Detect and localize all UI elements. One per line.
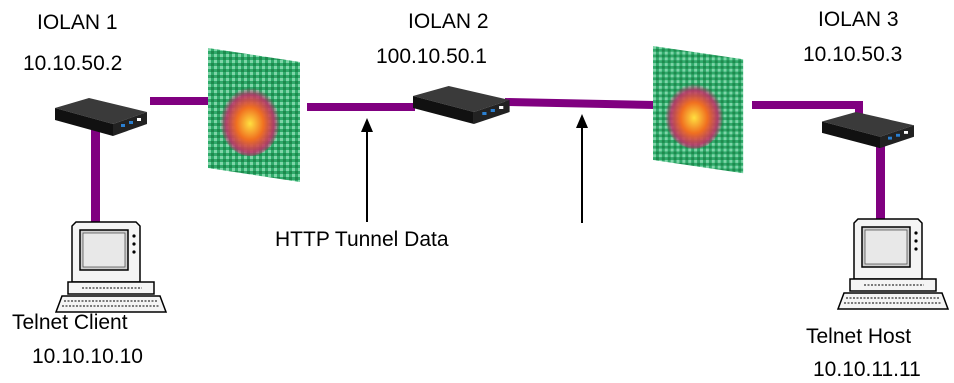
link-iolan1-client: [91, 128, 100, 226]
iolan3-ip: 10.10.50.3: [803, 43, 903, 66]
link-iolan2-firewall2: [505, 98, 655, 109]
link-firewall1-iolan2: [307, 103, 415, 111]
host-label: Telnet Host: [806, 325, 912, 348]
iolan-router-icon: [413, 86, 510, 124]
iolan3-name: IOLAN 3: [818, 8, 899, 31]
client-label: Telnet Client: [12, 311, 128, 334]
firewall-icon: [653, 46, 744, 174]
iolan1-ip: 10.10.50.2: [23, 52, 123, 75]
iolan2-name: IOLAN 2: [408, 10, 489, 33]
tunnel-arrow-up: [576, 114, 588, 223]
computer-terminal-icon: [55, 221, 167, 313]
link-iolan3-host: [876, 145, 885, 223]
client-ip: 10.10.10.10: [32, 345, 143, 368]
link-iolan1-firewall1: [150, 97, 210, 105]
tunnel-arrow-up: [361, 118, 373, 222]
link-firewall2-iolan3: [752, 101, 863, 115]
iolan2-ip: 100.10.50.1: [376, 45, 487, 68]
host-ip: 10.10.11.11: [813, 358, 921, 381]
firewall-icon: [208, 48, 300, 182]
iolan-router-icon: [822, 112, 914, 149]
iolan1-name: IOLAN 1: [37, 11, 118, 34]
tunnel-label: HTTP Tunnel Data: [275, 228, 449, 251]
computer-terminal-icon: [837, 218, 949, 310]
iolan-router-icon: [55, 98, 147, 136]
